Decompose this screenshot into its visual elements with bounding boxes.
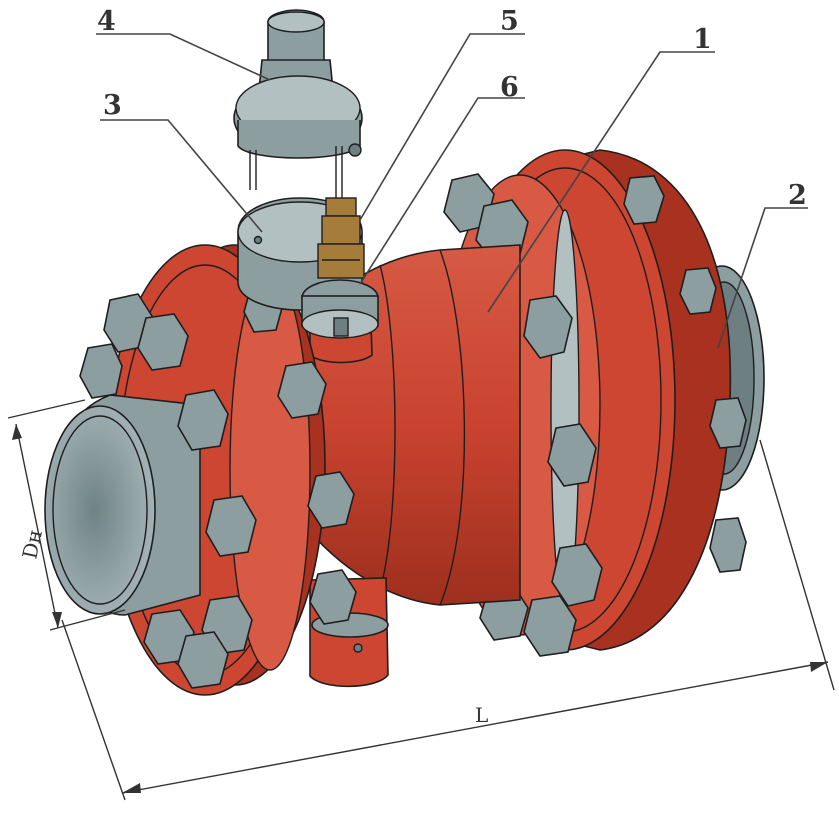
dimension-length [61,439,835,801]
dimension-diameter [7,399,126,631]
sensor-head-4 [233,9,363,205]
leader-lines [96,33,808,349]
dimension-length-label: L [475,703,488,727]
callout-6: 6 [500,72,519,103]
gland-6 [301,279,379,339]
callout-1: 1 [693,24,712,55]
dimension-diameter-label: Dн [17,527,47,561]
callout-5: 5 [500,6,519,37]
callout-2: 2 [788,180,807,211]
left-bolts [79,287,357,689]
callout-4: 4 [97,6,116,37]
fitting-5 [317,197,365,279]
callout-3: 3 [103,90,122,121]
